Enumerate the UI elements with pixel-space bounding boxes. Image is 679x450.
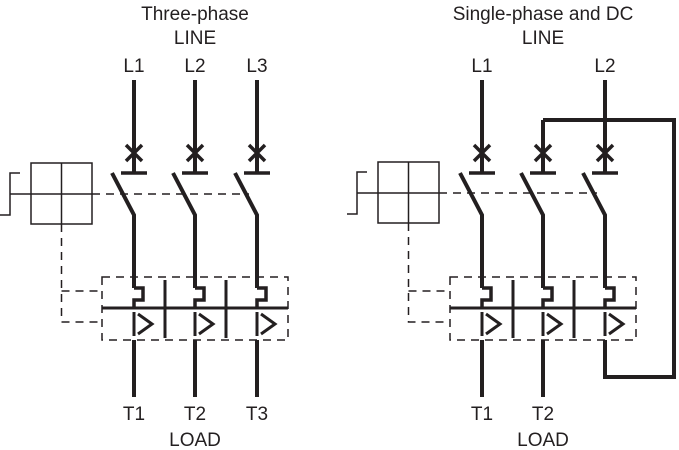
thermal-trip-arrow-icon [541, 312, 564, 336]
terminal-l3: L3 [246, 56, 267, 77]
thermal-trip-arrow-icon [255, 312, 278, 336]
magnetic-trip-x-icon [247, 143, 267, 163]
bimetal-hook [541, 286, 554, 308]
three-phase-line-label: LINE [174, 28, 216, 49]
series-loop-connection [543, 118, 676, 379]
magnetic-trip-x-icon [185, 143, 205, 163]
single-phase-dc-diagram: Single-phase and DC LINE L1 L2 T1 T2 LOA… [347, 4, 676, 450]
switch-blade [233, 172, 259, 288]
thermal-trip-arrow-icon [132, 312, 155, 336]
bimetal-hook [193, 286, 206, 308]
three-phase-title: Three-phase [141, 4, 249, 25]
reset-step-symbol [0, 172, 31, 216]
thermal-trip-arrow-icon [480, 312, 503, 336]
terminal-t1: T1 [123, 404, 145, 425]
magnetic-trip-x-icon [124, 143, 144, 163]
terminal-l2: L2 [594, 56, 615, 77]
switch-blade [581, 172, 607, 288]
reset-step-symbol [347, 171, 378, 215]
switch-blade [171, 172, 197, 288]
terminal-l1: L1 [471, 56, 492, 77]
magnetic-trip-x-icon [533, 143, 553, 163]
magnetic-trip-x-icon [472, 143, 492, 163]
bimetal-hook [480, 286, 493, 308]
terminal-l2: L2 [184, 56, 205, 77]
single-phase-title: Single-phase and DC [453, 4, 634, 25]
trip-linkage-dashed [407, 223, 450, 323]
terminal-l1: L1 [123, 56, 144, 77]
thermal-trip-arrow-icon [603, 312, 626, 336]
terminal-t2: T2 [532, 404, 554, 425]
magnetic-trip-x-icon [595, 143, 615, 163]
terminal-t1: T1 [471, 404, 493, 425]
bimetal-hook [132, 286, 145, 308]
bimetal-hook [255, 286, 268, 308]
thermal-trip-arrow-icon [193, 312, 216, 336]
switch-blade [110, 172, 136, 288]
single-phase-line-label: LINE [522, 28, 564, 49]
three-phase-diagram: Three-phase LINE L1 L2 L3 T1 T2 T3 LOAD [0, 4, 289, 450]
trip-linkage-dashed [60, 224, 102, 323]
single-phase-load-label: LOAD [517, 430, 569, 450]
switch-blade [458, 172, 484, 288]
three-phase-load-label: LOAD [169, 430, 221, 450]
switch-blade [519, 172, 545, 288]
bimetal-hook [603, 286, 616, 308]
terminal-t2: T2 [184, 404, 206, 425]
terminal-t3: T3 [246, 404, 268, 425]
